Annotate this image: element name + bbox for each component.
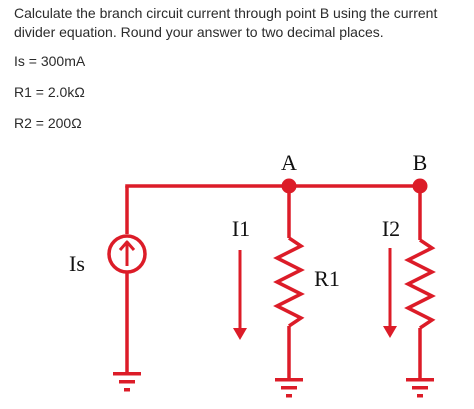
current-i1-arrow-icon	[233, 250, 247, 340]
resistor-r1-icon	[273, 236, 305, 328]
node-a-label: A	[281, 150, 297, 175]
current-i2-arrow-icon	[383, 248, 397, 338]
resistor-r1-label: R1	[314, 266, 340, 291]
question-block: Calculate the branch circuit current thr…	[14, 4, 464, 145]
current-i1-label: I1	[232, 216, 250, 241]
current-source-icon	[107, 234, 147, 274]
source-label: Is	[69, 251, 85, 276]
current-i2-label: I2	[382, 216, 400, 241]
given-is: Is = 300mA	[14, 53, 86, 69]
question-prompt: Calculate the branch circuit current thr…	[14, 5, 438, 40]
ground-icon	[406, 378, 434, 398]
given-r1: R1 = 2.0kΩ	[14, 84, 85, 100]
ground-icon	[113, 372, 141, 392]
resistor-r2-icon	[404, 238, 436, 330]
given-r2: R2 = 200Ω	[14, 115, 82, 131]
ground-icon	[275, 378, 303, 398]
node-b-label: B	[413, 150, 428, 175]
